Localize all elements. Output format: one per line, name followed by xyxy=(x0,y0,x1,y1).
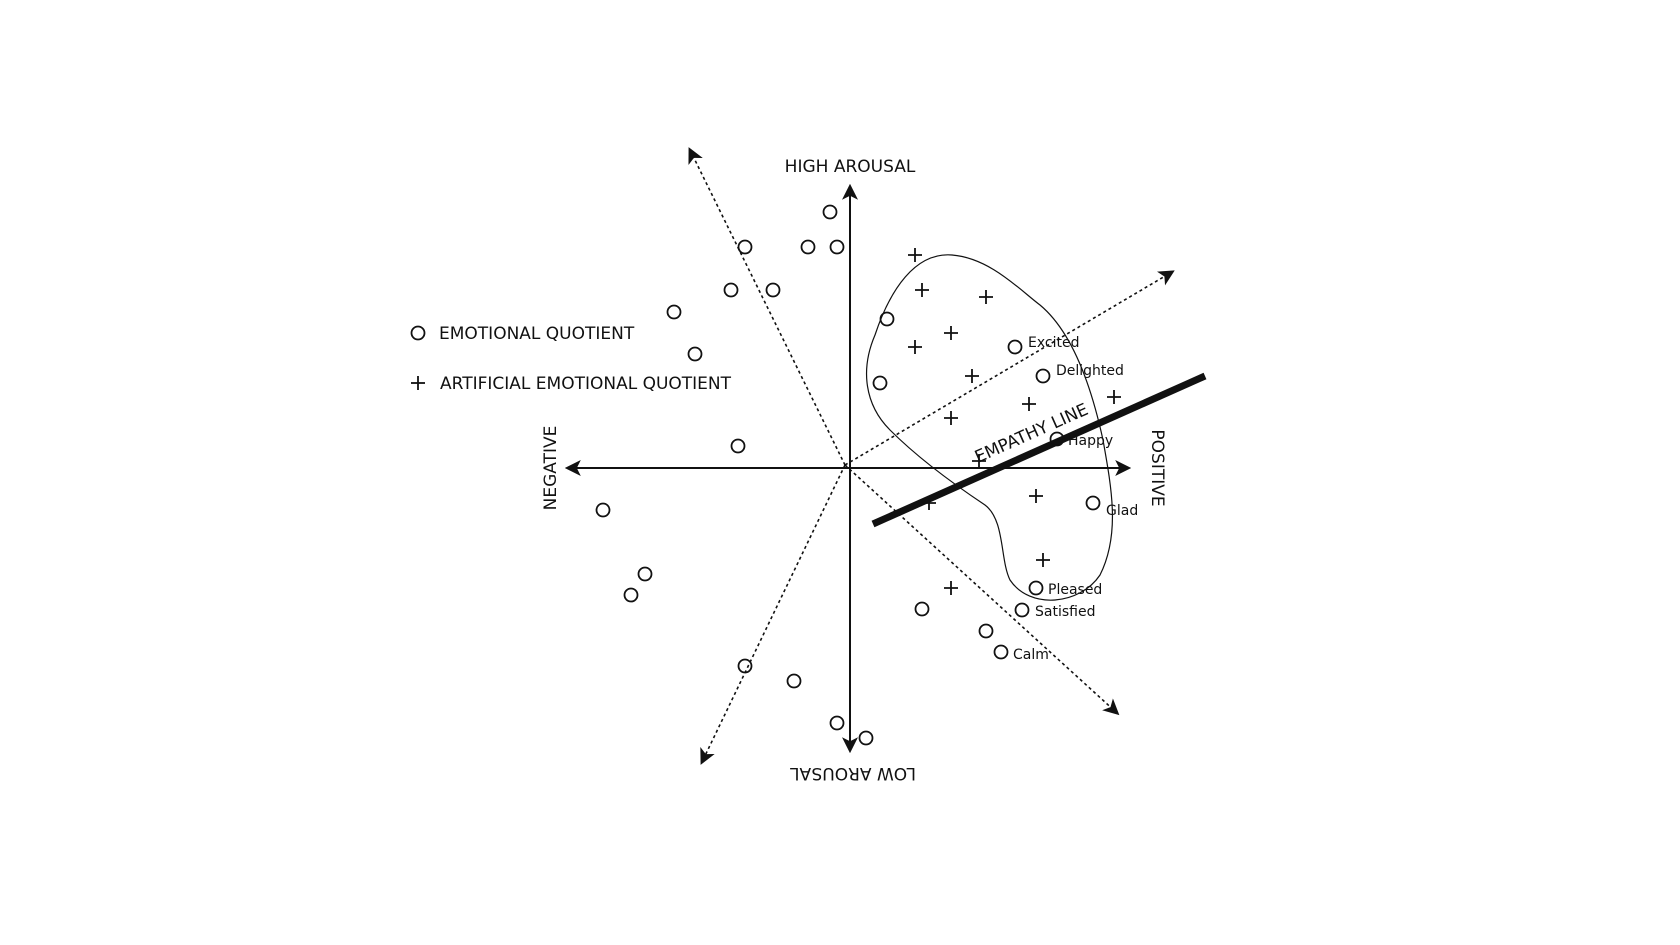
aeq-marker xyxy=(965,369,979,383)
eq-marker xyxy=(666,304,682,320)
aeq-marker xyxy=(944,411,958,425)
aeq-marker xyxy=(922,496,936,510)
aeq-marker xyxy=(944,581,958,595)
eq-marker-happy xyxy=(1049,431,1065,447)
legend-plus-icon xyxy=(411,376,425,390)
emotion-label-pleased: Pleased xyxy=(1048,582,1102,598)
eq-marker xyxy=(872,375,888,391)
eq-marker xyxy=(822,204,838,220)
eq-marker-pleased xyxy=(1028,580,1044,596)
eq-marker xyxy=(829,239,845,255)
legend-circle-icon xyxy=(410,325,426,341)
eq-marker xyxy=(829,715,845,731)
eq-marker xyxy=(914,601,930,617)
positive-emotion-region xyxy=(865,254,1113,601)
eq-marker xyxy=(786,673,802,689)
eq-marker xyxy=(595,502,611,518)
eq-marker-glad xyxy=(1085,495,1101,511)
eq-marker xyxy=(858,730,874,746)
eq-marker xyxy=(879,311,895,327)
aeq-marker xyxy=(944,326,958,340)
eq-marker xyxy=(765,282,781,298)
diagonal-axis-upper-left xyxy=(688,147,846,466)
aeq-marker xyxy=(1107,390,1121,404)
aeq-marker xyxy=(915,283,929,297)
emotion-label-happy: Happy xyxy=(1068,433,1113,449)
aeq-marker xyxy=(979,290,993,304)
artificial-emotional-quotient-markers xyxy=(908,248,1121,595)
legend-label-artificial-emotional-quotient: ARTIFICIAL EMOTIONAL QUOTIENT xyxy=(440,374,732,394)
aeq-marker xyxy=(1036,553,1050,567)
eq-marker-calm xyxy=(993,644,1009,660)
eq-marker xyxy=(737,658,753,674)
eq-marker xyxy=(800,239,816,255)
aeq-marker xyxy=(1029,489,1043,503)
axis-title-negative: NEGATIVE xyxy=(541,426,561,511)
emotional-quotient-markers xyxy=(595,204,1101,746)
emotion-label-delighted: Delighted xyxy=(1056,363,1124,379)
emotion-label-calm: Calm xyxy=(1013,647,1049,663)
aeq-marker xyxy=(1022,397,1036,411)
eq-marker xyxy=(637,566,653,582)
aeq-marker xyxy=(972,454,986,468)
eq-marker xyxy=(723,282,739,298)
emotion-label-satisfied: Satisfied xyxy=(1035,604,1095,620)
eq-marker-satisfied xyxy=(1014,602,1030,618)
eq-marker-excited xyxy=(1007,339,1023,355)
axis-title-low-arousal: LOW AROUSAL xyxy=(790,763,916,783)
axis-title-positive: POSITIVE xyxy=(1147,429,1167,506)
aeq-marker xyxy=(908,340,922,354)
eq-marker xyxy=(737,239,753,255)
eq-marker xyxy=(623,587,639,603)
aeq-marker xyxy=(908,248,922,262)
diagonal-axis-lower-right xyxy=(844,464,1120,716)
diagonal-axis-lower-left xyxy=(700,464,846,765)
eq-marker xyxy=(687,346,703,362)
legend-label-emotional-quotient: EMOTIONAL QUOTIENT xyxy=(439,324,635,344)
eq-marker-delighted xyxy=(1035,368,1051,384)
eq-marker xyxy=(978,623,994,639)
eq-marker xyxy=(730,438,746,454)
emotion-label-excited: Excited xyxy=(1028,335,1079,351)
axis-title-high-arousal: HIGH AROUSAL xyxy=(785,157,916,177)
emotion-label-glad: Glad xyxy=(1106,503,1138,519)
